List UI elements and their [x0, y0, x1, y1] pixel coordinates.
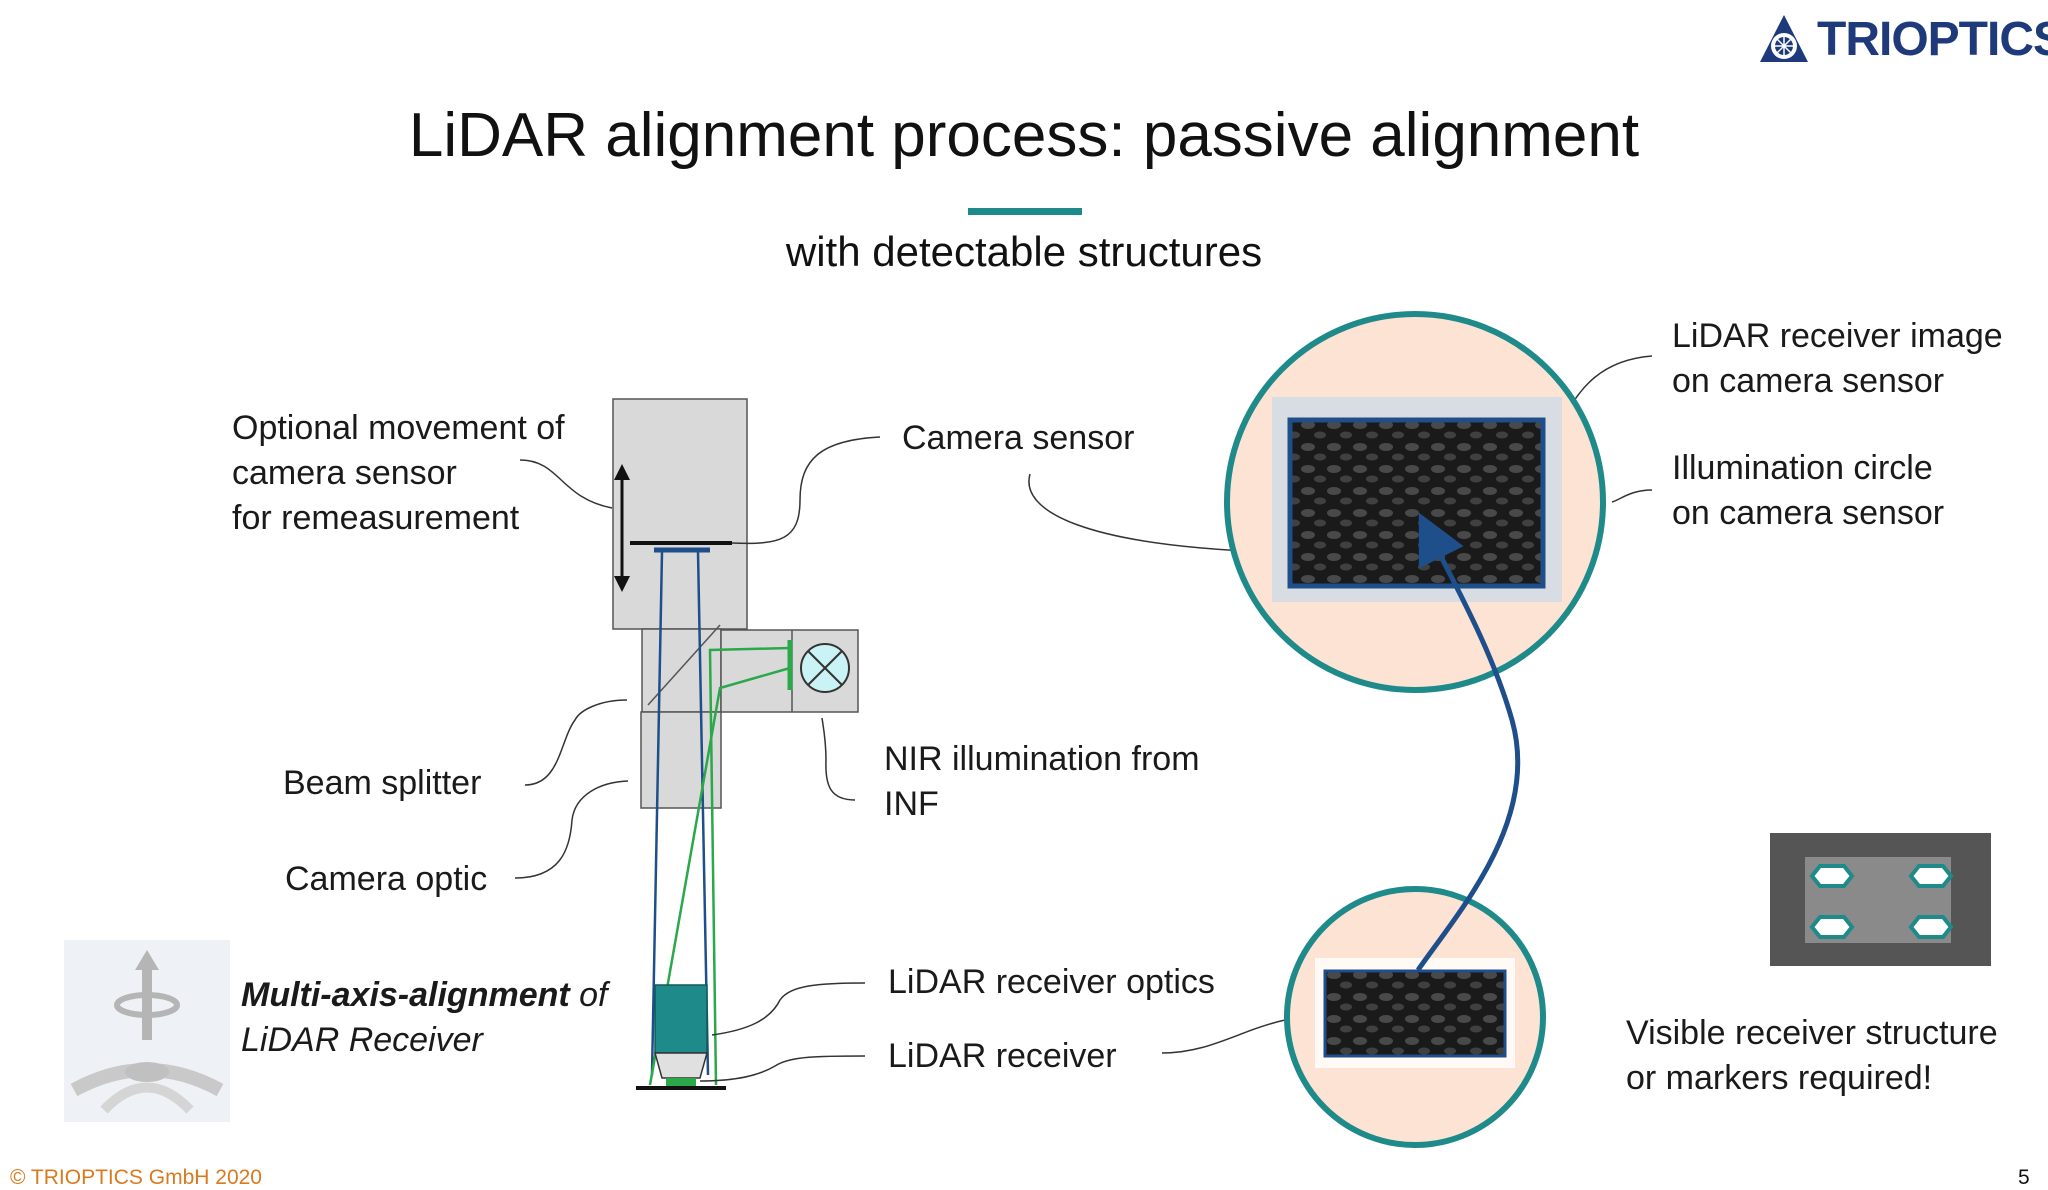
- receiver-optics-label: LiDAR receiver optics: [888, 963, 1215, 1001]
- slide-subtitle: with detectable structures: [785, 228, 1263, 275]
- logo-wordmark: TRIOPTICS: [1817, 12, 2048, 66]
- receiver-image-label: LiDAR receiver image on camera sensor: [1672, 317, 2003, 400]
- multi-axis-stage-image: [64, 940, 230, 1122]
- slide-title: LiDAR alignment process: passive alignme…: [408, 101, 1640, 170]
- camera-optic-tube: [640, 711, 722, 809]
- title-underline: [968, 208, 1082, 215]
- camera-optic-label: Camera optic: [285, 860, 488, 898]
- camera-sensor-label: Camera sensor: [902, 419, 1135, 457]
- receiver-label: LiDAR receiver: [888, 1037, 1117, 1075]
- optional-movement-label: Optional movement of camera sensor for r…: [232, 409, 565, 537]
- illumination-circle-label: Illumination circle on camera sensor: [1672, 449, 1945, 532]
- beam-splitter-label: Beam splitter: [283, 764, 482, 802]
- multi-axis-label: Multi-axis-alignment of LiDAR Receiver: [241, 976, 608, 1059]
- sensor-image-upper: [1287, 417, 1546, 589]
- visible-structure-label: Visible receiver structure or markers re…: [1626, 1014, 1998, 1097]
- receiver-chip: [666, 1078, 696, 1086]
- trioptics-logo: TRIOPTICS: [1757, 6, 2048, 72]
- receiver-image-lower: [1323, 969, 1507, 1058]
- copyright: © TRIOPTICS GmbH 2020: [10, 1166, 262, 1189]
- nir-illumination-label: NIR illumination from INF: [884, 740, 1200, 823]
- camera-housing: [612, 398, 748, 630]
- page-number: 5: [2018, 1166, 2030, 1189]
- logo-mark-icon: [1760, 15, 1808, 62]
- receiver-optics-body: [654, 984, 708, 1054]
- stage-arrows-icon: [64, 940, 230, 1122]
